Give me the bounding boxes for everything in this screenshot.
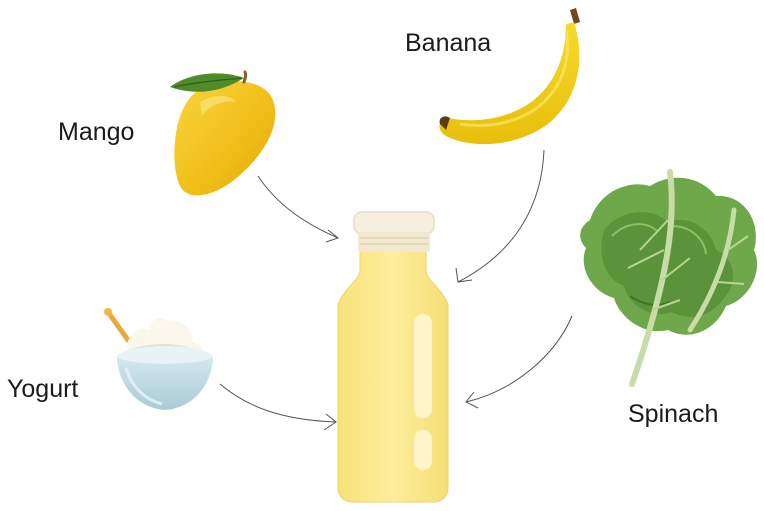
arrow-yogurt-to-bottle [220, 384, 336, 430]
spinach-label: Spinach [628, 402, 718, 427]
spinach-leaf-icon [580, 172, 757, 384]
mango-label: Mango [58, 120, 134, 145]
mango-icon [170, 72, 275, 195]
banana-label: Banana [405, 31, 491, 56]
smoothie-bottle-icon [338, 212, 448, 502]
arrow-banana-to-bottle [456, 150, 544, 282]
yogurt-bowl-icon [104, 308, 213, 410]
arrow-spinach-to-bottle [466, 316, 572, 408]
yogurt-label: Yogurt [7, 377, 78, 402]
arrow-mango-to-bottle [258, 176, 338, 242]
